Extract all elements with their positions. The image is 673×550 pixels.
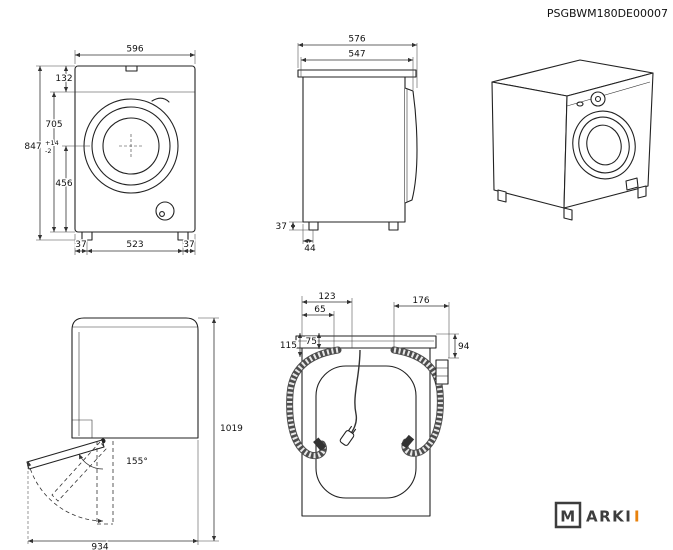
side-view: 576 547 37 44 <box>274 33 418 255</box>
logo-boxed-letter: M <box>560 508 576 526</box>
door-open-view: 155° 1019 934 <box>26 317 244 550</box>
dim-front-top-section: 132 <box>55 74 72 84</box>
dim-front-total-height: 847 <box>24 142 41 152</box>
rear-view: 123 65 176 115 75 94 <box>279 291 471 517</box>
dim-side-total-depth: 576 <box>348 35 365 45</box>
dim-front-upper-height: 705 <box>45 120 62 130</box>
rear-top-panel <box>295 335 437 349</box>
part-number: PSGBWM180DE00007 <box>547 7 668 20</box>
dim-side-foot-setback: 44 <box>304 244 316 254</box>
door-perspective <box>572 110 636 180</box>
dim-open-depth: 934 <box>91 543 108 550</box>
persp-foot-right <box>637 185 647 199</box>
door-front <box>83 97 179 194</box>
rear-tub-outline <box>315 365 417 499</box>
inlet-hose <box>390 346 449 457</box>
door-bulge-side <box>404 87 418 204</box>
door-open-solid <box>26 439 105 470</box>
dim-front-tol-minus: -2 <box>45 147 51 155</box>
power-plug <box>339 425 357 446</box>
dim-open-total-height: 1019 <box>220 424 243 434</box>
door-swing-phantoms <box>27 441 114 525</box>
rear-body <box>301 347 431 517</box>
dim-front-width: 596 <box>126 45 143 55</box>
drain-filter-front <box>155 201 175 221</box>
dim-rear-side-offset-b: 75 <box>306 337 317 347</box>
power-cord <box>347 349 361 439</box>
front-view: 596 132 705 847 +14 -2 456 37 523 37 <box>23 43 196 255</box>
persp-foot-mid <box>563 207 573 221</box>
side-foot-back <box>308 221 319 231</box>
dim-front-foot-offset-left: 37 <box>75 240 86 250</box>
dim-rear-side-offset-a: 115 <box>280 341 297 351</box>
dim-rear-offset-c: 176 <box>412 296 429 306</box>
perspective-view <box>491 59 654 221</box>
program-dial <box>590 91 606 107</box>
dim-door-opening-angle: 155° <box>126 457 148 467</box>
dim-side-foot-height: 37 <box>276 222 287 232</box>
dim-side-body-depth: 547 <box>348 50 365 60</box>
machine-left-face <box>491 81 568 209</box>
dim-rear-offset-b: 65 <box>314 305 325 315</box>
power-button <box>576 101 584 107</box>
filter-flap <box>625 177 639 191</box>
front-foot-right <box>177 231 189 241</box>
door-handle <box>151 97 170 103</box>
inlet-connector <box>435 359 449 385</box>
dim-rear-right-offset: 94 <box>458 342 470 352</box>
brand-logo: M ARKI I <box>554 501 641 529</box>
dim-rear-offset-a: 123 <box>318 292 335 302</box>
side-foot-front <box>388 221 399 231</box>
dim-front-tol-plus: +14 <box>45 139 59 147</box>
front-foot-left <box>81 231 93 241</box>
logo-box <box>554 501 582 529</box>
drain-hose <box>286 346 342 460</box>
dim-front-foot-offset-right: 37 <box>183 240 194 250</box>
logo-brand-text: ARKI <box>586 508 632 526</box>
dim-front-feet-span: 523 <box>126 240 143 250</box>
dim-front-door-to-floor: 456 <box>55 179 72 189</box>
logo-accent-letter: I <box>634 508 641 526</box>
persp-foot-left <box>497 189 507 203</box>
